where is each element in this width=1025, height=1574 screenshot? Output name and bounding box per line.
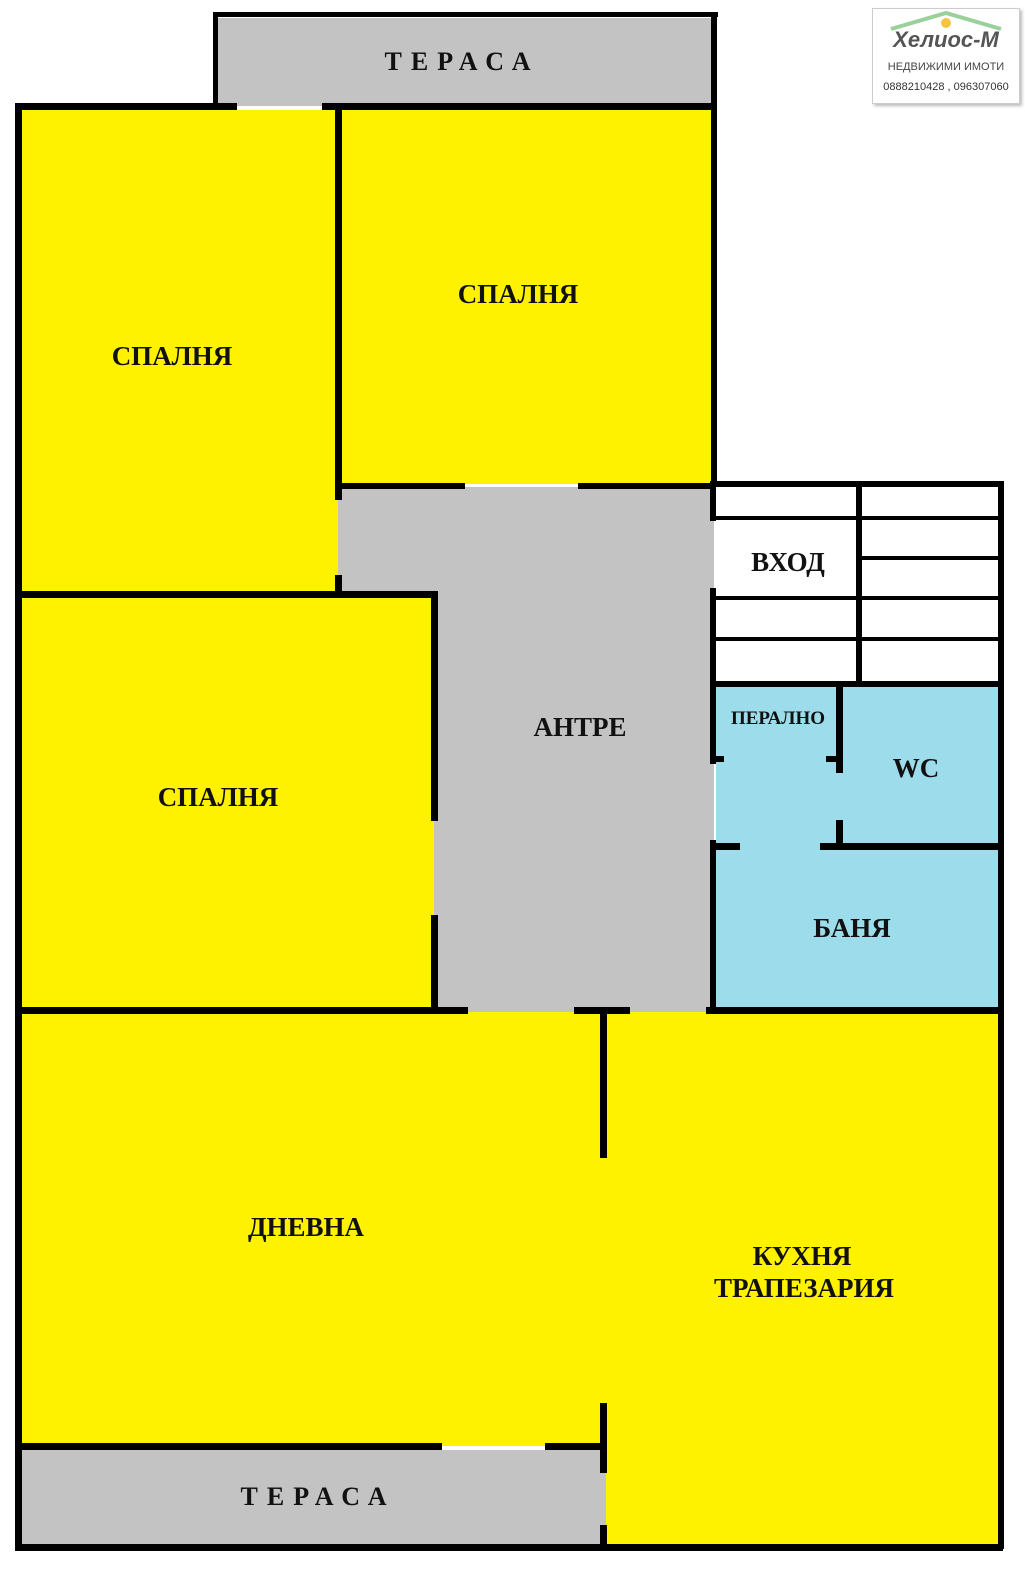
- company-logo: Хелиос-М НЕДВИЖИМИ ИМОТИ 0888210428 , 09…: [872, 8, 1020, 104]
- wall: [15, 1544, 1003, 1551]
- wall: [213, 12, 718, 17]
- wall: [431, 591, 438, 821]
- wall: [578, 483, 713, 489]
- bedroom-right-label: СПАЛНЯ: [457, 279, 579, 309]
- kitchen-dining: [606, 1012, 1000, 1544]
- bathroom-area: [716, 848, 1000, 1008]
- wc-area: [840, 686, 1000, 848]
- wall: [431, 915, 438, 1012]
- wall: [18, 591, 438, 598]
- wall: [18, 1007, 468, 1014]
- terrace-bottom: [22, 1450, 606, 1544]
- stair-step: [716, 516, 1000, 520]
- wall: [998, 481, 1004, 1549]
- logo-subtitle: НЕДВИЖИМИ ИМОТИ: [887, 61, 1005, 73]
- stair-divider: [856, 484, 862, 684]
- bedroom-left: [22, 110, 338, 594]
- wall: [710, 843, 740, 850]
- terrace-bottom-label: ТЕРАСА: [240, 1482, 396, 1511]
- bedroom-middle: [22, 598, 434, 1008]
- kitchen-label-line2: ТРАПЕЗАРИЯ: [714, 1273, 894, 1303]
- wall: [710, 840, 716, 1012]
- stair-step: [716, 596, 1000, 600]
- stair-wall: [710, 588, 716, 684]
- laundry-label: ПЕРАЛНО: [730, 708, 826, 729]
- stair-step: [862, 556, 1000, 560]
- stair-wall: [710, 481, 716, 521]
- wall: [213, 12, 218, 108]
- kitchen-label-line1: КУХНЯ: [752, 1241, 852, 1271]
- house-roof-icon: [890, 10, 1002, 31]
- bedroom-middle-label: СПАЛНЯ: [157, 782, 279, 812]
- wall: [820, 843, 1002, 850]
- wall: [600, 1525, 607, 1547]
- wall: [706, 1007, 1002, 1014]
- logo-brand: Хелиос-М: [893, 27, 999, 52]
- wall: [600, 1403, 607, 1473]
- stair-step: [716, 637, 1000, 641]
- wall: [716, 756, 724, 762]
- logo-phones: 0888210428 , 096307060: [883, 81, 1009, 93]
- living-room-label: ДНЕВНА: [247, 1212, 365, 1242]
- bedroom-left-label: СПАЛНЯ: [111, 341, 233, 371]
- wall: [710, 680, 716, 764]
- living-room: [22, 1012, 606, 1446]
- bedroom-right: [342, 110, 712, 484]
- wall: [335, 108, 342, 500]
- wall: [15, 103, 237, 110]
- wall: [335, 575, 342, 597]
- wc-label: WC: [892, 753, 940, 783]
- wall: [600, 1010, 607, 1158]
- wall: [826, 756, 838, 762]
- hall-label: АНТРЕ: [533, 712, 627, 742]
- laundry-area: [716, 686, 840, 848]
- wall: [15, 103, 22, 1551]
- wall: [340, 483, 465, 489]
- wall: [322, 103, 714, 110]
- wall: [710, 681, 1002, 687]
- wall: [18, 1443, 442, 1450]
- wall: [711, 12, 717, 487]
- bathroom-label: БАНЯ: [813, 913, 891, 943]
- wall: [836, 683, 843, 773]
- wall: [545, 1443, 607, 1450]
- terrace-top: [218, 18, 712, 106]
- wall: [836, 820, 843, 850]
- terrace-top-label: ТЕРАСА: [384, 47, 540, 76]
- entrance-label: ВХОД: [751, 547, 825, 577]
